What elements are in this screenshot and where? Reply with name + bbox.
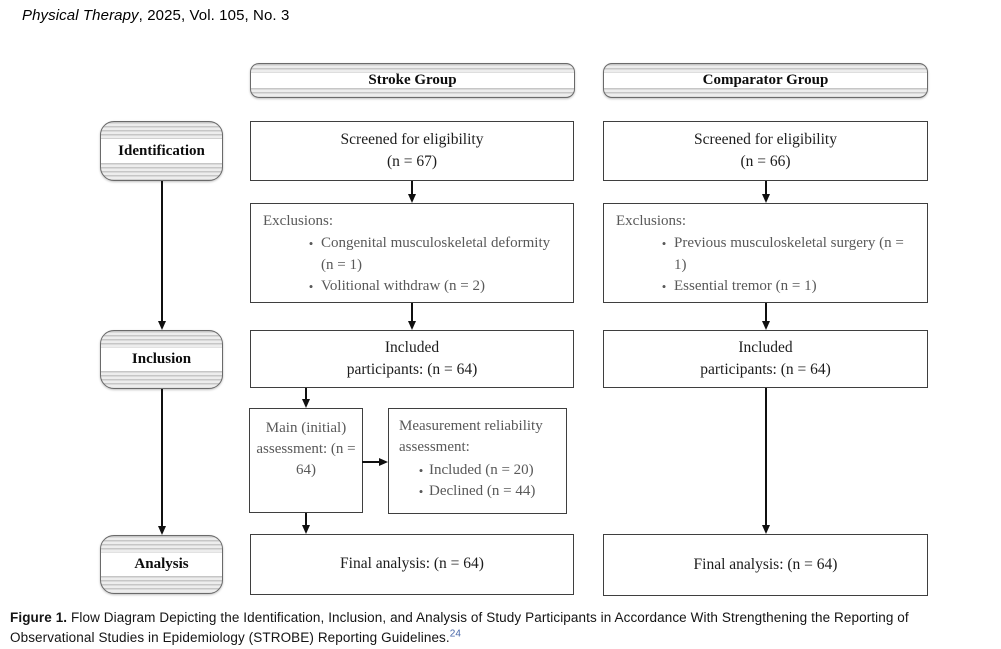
bullet-text: Congenital musculoskeletal deformity (n … [321,235,551,273]
arrow-comparator-included-to-final [761,388,771,534]
bullet-text: Essential tremor (n = 1) [674,277,817,294]
stroke-screened-line2: (n = 67) [386,153,438,170]
bullet-text: Declined (n = 44) [429,482,536,499]
arrow-comparator-screened-to-exclusions [761,181,771,203]
figure-caption: Figure 1. Flow Diagram Depicting the Ide… [10,608,992,649]
bullet-icon: • [661,236,667,252]
stroke-reliability-box: Measurement reliability assessment: • Inc… [388,408,567,514]
comparator-screened-line2: (n = 66) [740,153,791,170]
bullet-icon: • [418,483,424,499]
bullet-icon: • [308,236,314,252]
stroke-main-assessment-text: Main (initial) assessment: (n = 64) [256,420,356,478]
figure-caption-text: Flow Diagram Depicting the Identificatio… [10,610,909,646]
arrow-main-assessment-to-reliability [362,457,388,467]
comparator-exclusions-list: • Previous musculoskeletal surgery (n = 1… [616,233,915,297]
journal-title: Physical Therapy [22,7,139,24]
bullet-item: • Included (n = 20) [399,460,558,481]
journal-issue-info: , 2025, Vol. 105, No. 3 [138,7,290,24]
group-header-stroke: Stroke Group [250,63,575,98]
stroke-exclusions-box: Exclusions: • Congenital musculoskeletal … [250,203,574,303]
comparator-final-analysis-box: Final analysis: (n = 64) [603,534,928,596]
comparator-included-line2: participants: (n = 64) [700,361,831,378]
comparator-included-line1: Included [738,338,793,356]
stroke-main-assessment-box: Main (initial) assessment: (n = 64) [249,408,363,513]
stage-label-identification-text: Identification [118,142,205,159]
bullet-item: • Essential tremor (n = 1) [616,276,915,297]
arrow-stroke-included-to-main-assessment [301,388,311,408]
comparator-exclusions-box: Exclusions: • Previous musculoskeletal su… [603,203,928,303]
stroke-screened-box: Screened for eligibility (n = 67) [250,121,574,181]
arrow-stroke-exclusions-to-included [407,303,417,330]
bullet-item: • Volitional withdraw (n = 2) [263,276,561,297]
comparator-screened-line1: Screened for eligibility [694,130,837,148]
stage-label-identification: Identification [100,121,223,181]
bullet-icon: • [661,278,667,294]
stroke-final-analysis-box: Final analysis: (n = 64) [250,534,574,595]
bullet-item: • Declined (n = 44) [399,481,558,502]
stage-label-inclusion-text: Inclusion [131,351,192,367]
comparator-final-analysis-text: Final analysis: (n = 64) [693,555,838,573]
group-header-comparator: Comparator Group [603,63,928,98]
stroke-screened-line1: Screened for eligibility [340,130,484,148]
stroke-final-analysis-text: Final analysis: (n = 64) [340,555,484,573]
comparator-exclusions-title: Exclusions: [616,213,686,229]
stroke-included-line1: Included [384,338,440,356]
stroke-included-box: Included participants: (n = 64) [250,330,574,388]
bullet-text: Previous musculoskeletal surgery (n = 1) [674,235,904,273]
group-header-stroke-label: Stroke Group [368,72,457,88]
comparator-screened-box: Screened for eligibility (n = 66) [603,121,928,181]
bullet-item: • Previous musculoskeletal surgery (n = 1… [616,233,915,276]
stage-label-analysis: Analysis [100,535,223,594]
bullet-icon: • [418,462,424,478]
figure-caption-label: Figure 1. [10,610,68,625]
journal-header: Physical Therapy, 2025, Vol. 105, No. 3 [22,7,289,24]
bullet-icon: • [308,278,314,294]
stage-label-inclusion: Inclusion [100,330,223,389]
arrow-stroke-screened-to-exclusions [407,181,417,203]
stroke-exclusions-list: • Congenital musculoskeletal deformity (n… [263,233,561,297]
bullet-text: Volitional withdraw (n = 2) [321,277,485,294]
citation-reference-link[interactable]: 24 [449,628,462,640]
stage-label-analysis-text: Analysis [134,556,189,572]
arrow-identification-to-inclusion [157,181,167,330]
group-header-comparator-label: Comparator Group [702,72,829,88]
stroke-included-line2: participants: (n = 64) [346,361,478,378]
bullet-text: Included (n = 20) [429,461,534,478]
comparator-included-box: Included participants: (n = 64) [603,330,928,388]
arrow-inclusion-to-analysis [157,389,167,535]
stroke-exclusions-title: Exclusions: [263,213,333,229]
arrow-main-assessment-to-final [301,513,311,534]
stroke-reliability-title: Measurement reliability assessment: [399,418,543,456]
bullet-item: • Congenital musculoskeletal deformity (n… [263,233,561,276]
arrow-comparator-exclusions-to-included [761,303,771,330]
stroke-reliability-list: • Included (n = 20) • Declined (n = 44) [399,460,558,503]
